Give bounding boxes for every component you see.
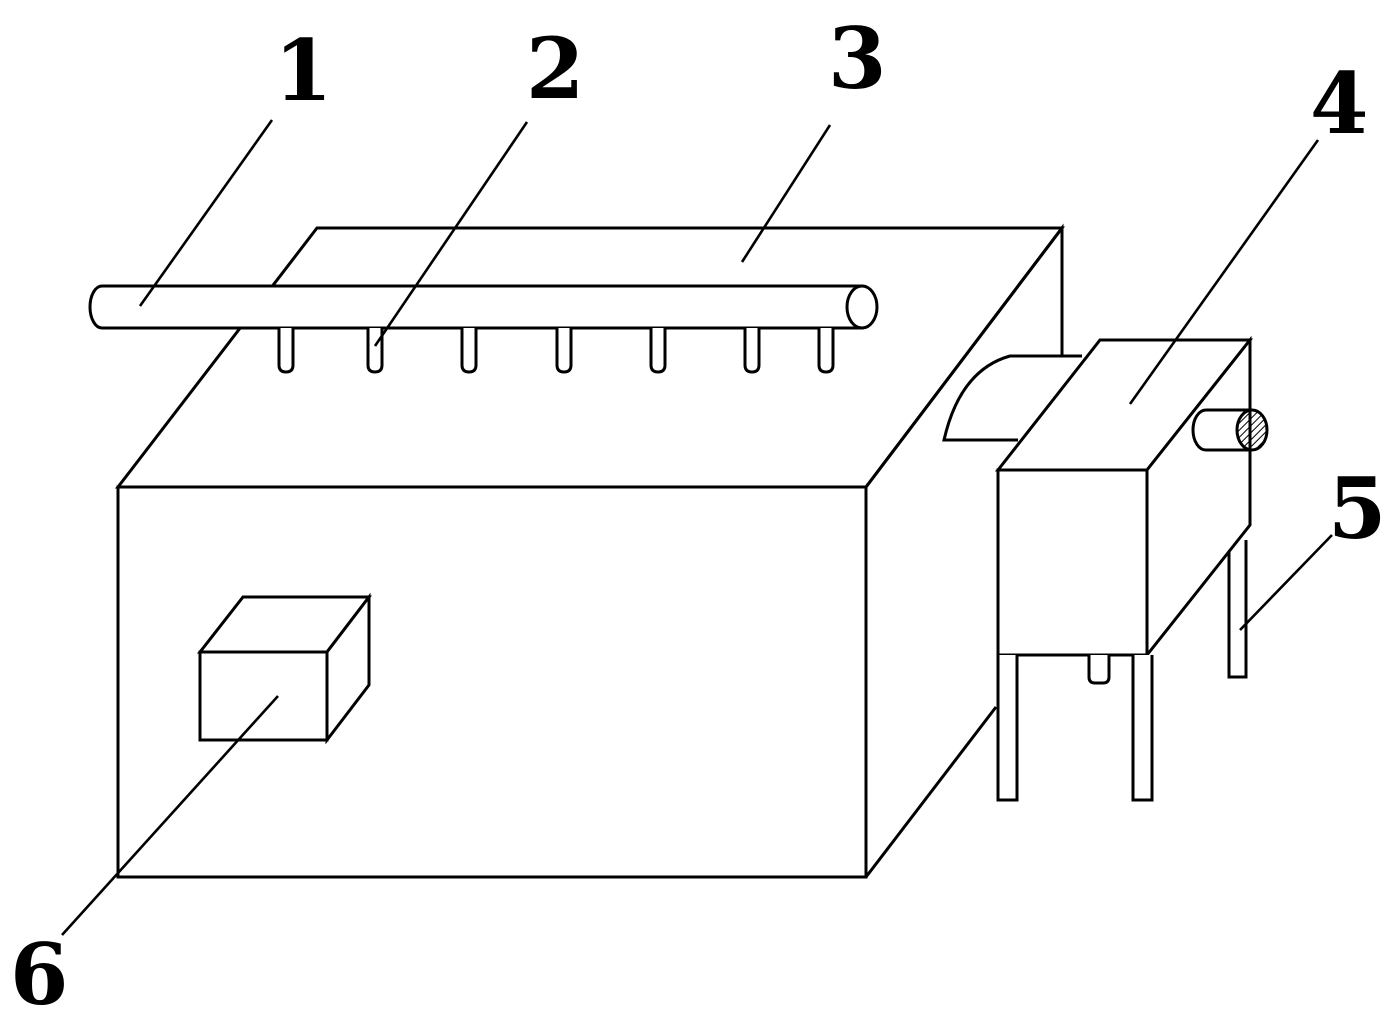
blower-front-face: [996, 468, 1149, 657]
leader-lines: [61, 119, 1333, 936]
main-box-side-bottom-edge: [864, 706, 998, 878]
spray-nozzle: [649, 328, 667, 374]
leader-line-6: [61, 695, 279, 936]
main-box-front-face: [116, 485, 868, 879]
blower-side-outlet-end: [1235, 408, 1269, 452]
blower-drain-stub: [1087, 655, 1111, 685]
label-2: 2: [526, 19, 584, 118]
leader-line-1: [138, 119, 274, 307]
control-box-front: [198, 650, 329, 742]
label-5: 5: [1328, 459, 1386, 558]
leader-line-3: [740, 124, 832, 263]
spray-pipe: [88, 284, 879, 374]
label-3: 3: [828, 9, 886, 108]
blower-front-leg-right: [1131, 655, 1154, 802]
leader-line-4: [1128, 139, 1320, 405]
spray-nozzle: [817, 328, 835, 374]
blower-side-outlet: [1191, 408, 1252, 452]
connecting-duct: [942, 354, 1082, 442]
spray-nozzle: [555, 328, 573, 374]
label-6: 6: [10, 925, 68, 1017]
spray-nozzles: [277, 328, 835, 374]
spray-nozzle: [277, 328, 295, 374]
part-labels: 1 2 3 4 5 6: [10, 9, 1386, 1017]
spray-pipe-end: [845, 284, 879, 330]
blower-unit: [994, 335, 1269, 802]
spray-nozzle: [366, 328, 384, 374]
spray-pipe-body: [88, 284, 864, 330]
main-box-top-face: [114, 226, 1066, 489]
label-1: 1: [274, 21, 332, 120]
leader-line-2: [373, 121, 529, 347]
blower-front-leg-left: [996, 655, 1019, 802]
main-box-side-face: [864, 223, 1064, 488]
spray-nozzle: [743, 328, 761, 374]
control-box: [196, 592, 373, 745]
blower-rear-leg: [1227, 540, 1248, 679]
spray-nozzle: [460, 328, 478, 374]
label-4: 4: [1310, 54, 1368, 153]
leader-line-5: [1239, 534, 1333, 631]
